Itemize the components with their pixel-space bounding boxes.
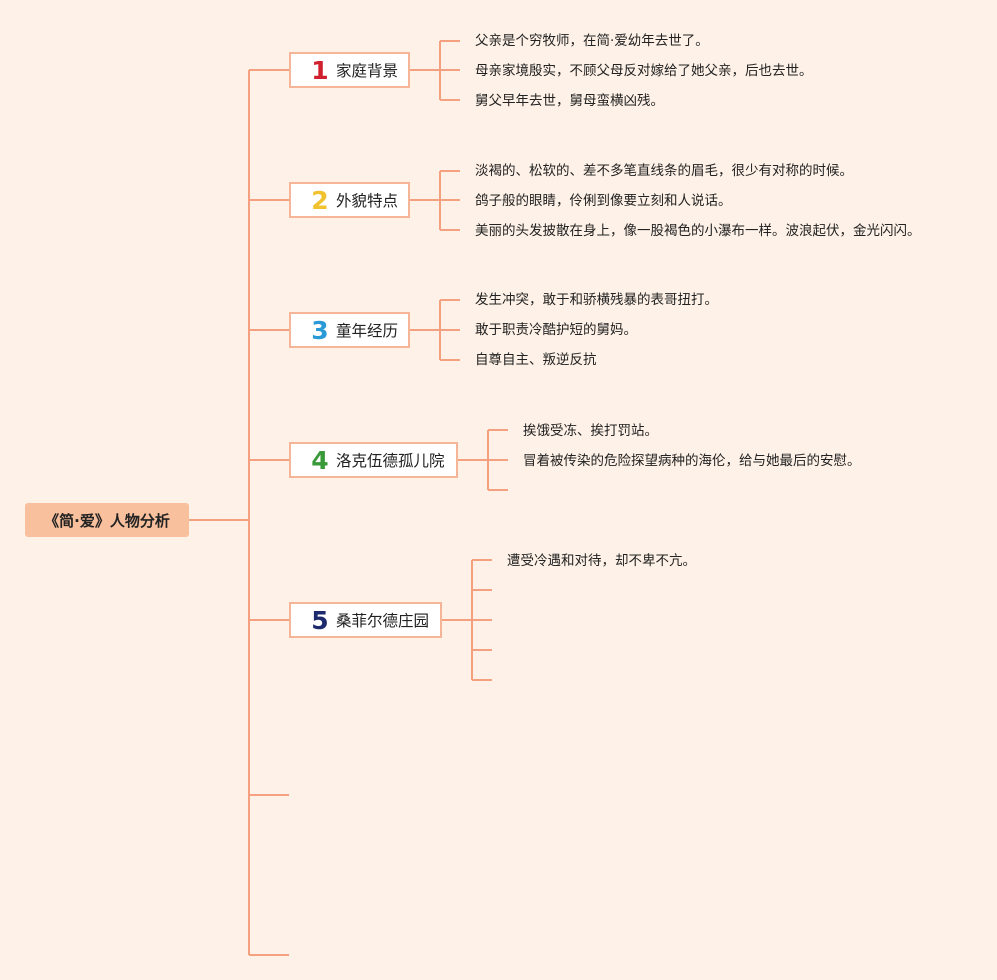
root-node[interactable]: 《简·爱》人物分析 bbox=[25, 503, 189, 537]
topic-3-item-1[interactable]: 发生冲突，敢于和骄横残暴的表哥扭打。 bbox=[475, 292, 718, 308]
topic-2-item-3[interactable]: 美丽的头发披散在身上，像一股褐色的小瀑布一样。波浪起伏，金光闪闪。 bbox=[475, 223, 921, 239]
topic-2-leaf-lines bbox=[410, 170, 460, 231]
topic-3-item-3[interactable]: 自尊自主、叛逆反抗 bbox=[475, 352, 597, 368]
topic-4-leaf-lines bbox=[458, 429, 508, 491]
topic-3-label: 童年经历 bbox=[336, 322, 399, 340]
topic-2-number: 2 bbox=[311, 185, 329, 215]
topic-5-item-1[interactable]: 遭受冷遇和对待，却不卑不亢。 bbox=[507, 553, 696, 569]
topic-3-item-2[interactable]: 敢于职责冷酷护短的舅妈。 bbox=[475, 322, 637, 338]
topic-2-label: 外貌特点 bbox=[336, 192, 399, 210]
topic-1-label: 家庭背景 bbox=[336, 62, 399, 80]
topic-5-number: 5 bbox=[311, 605, 329, 635]
topic-2-item-1[interactable]: 淡褐的、松软的、差不多笔直线条的眉毛，很少有对称的时候。 bbox=[475, 163, 853, 179]
topic-1-item-3[interactable]: 舅父早年去世，舅母蛮横凶残。 bbox=[475, 93, 664, 109]
topic-4-item-2[interactable]: 冒着被传染的危险探望病种的海伦，给与她最后的安慰。 bbox=[523, 453, 861, 469]
topic-5-leaf-lines bbox=[442, 559, 492, 681]
topic-2-item-2[interactable]: 鸽子般的眼睛，伶俐到像要立刻和人说话。 bbox=[475, 193, 732, 209]
topic-node-5[interactable]: 5 桑菲尔德庄园 bbox=[289, 602, 442, 638]
topic-3-number: 3 bbox=[311, 315, 329, 345]
root-title: 《简·爱》人物分析 bbox=[44, 511, 170, 530]
topic-4-item-1[interactable]: 挨饿受冻、挨打罚站。 bbox=[523, 423, 658, 439]
topic-node-1[interactable]: 1 家庭背景 bbox=[289, 52, 410, 88]
topic-1-item-1[interactable]: 父亲是个穷牧师，在简·爱幼年去世了。 bbox=[475, 33, 709, 49]
topic-node-3[interactable]: 3 童年经历 bbox=[289, 312, 410, 348]
topic-3-leaf-lines bbox=[410, 299, 460, 361]
topic-node-2[interactable]: 2 外貌特点 bbox=[289, 182, 410, 218]
topic-1-item-2[interactable]: 母亲家境殷实，不顾父母反对嫁给了她父亲，后也去世。 bbox=[475, 63, 813, 79]
topic-5-label: 桑菲尔德庄园 bbox=[336, 612, 430, 630]
topic-4-label: 洛克伍德孤儿院 bbox=[336, 452, 445, 470]
topic-4-number: 4 bbox=[311, 445, 329, 475]
topic-node-4[interactable]: 4 洛克伍德孤儿院 bbox=[289, 442, 458, 478]
topic-1-leaf-lines bbox=[410, 40, 460, 101]
topic-1-number: 1 bbox=[311, 55, 329, 85]
